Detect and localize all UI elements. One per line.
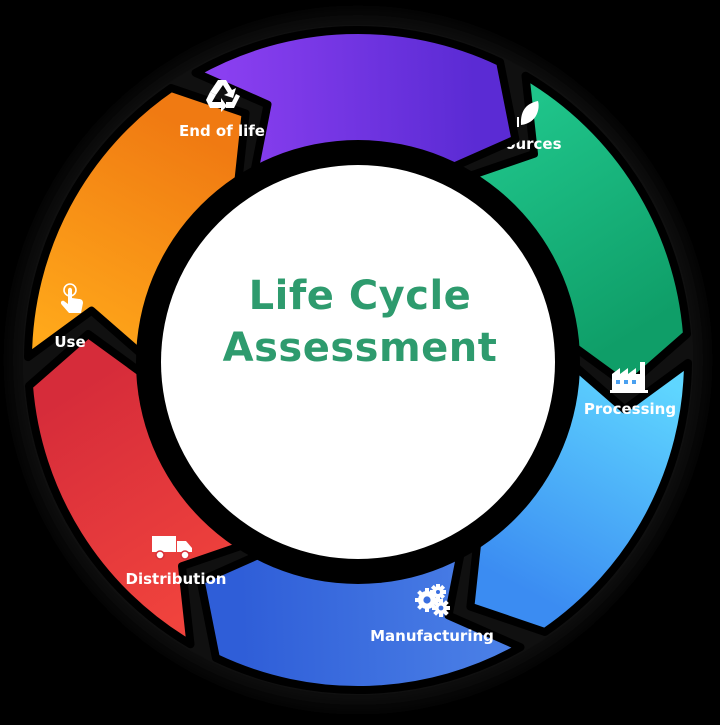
factory-icon bbox=[610, 362, 648, 393]
gears-icon bbox=[415, 584, 450, 617]
tap-hand-icon bbox=[60, 283, 83, 313]
center-title-line2: Assessment bbox=[222, 325, 498, 371]
stage-label-manufacturing: Manufacturing bbox=[370, 627, 494, 645]
stage-label-use: Use bbox=[54, 333, 85, 351]
truck-icon bbox=[152, 536, 192, 560]
center-circle bbox=[161, 165, 555, 559]
center-title: Life Cycle Assessment bbox=[160, 270, 560, 374]
stage-label-processing: Processing bbox=[584, 400, 676, 418]
stage-label-distribution: Distribution bbox=[126, 570, 227, 588]
recycle-icon bbox=[206, 80, 240, 112]
center-title-line1: Life Cycle bbox=[248, 273, 472, 319]
stage-label-end-of-life: End of life bbox=[179, 122, 265, 140]
